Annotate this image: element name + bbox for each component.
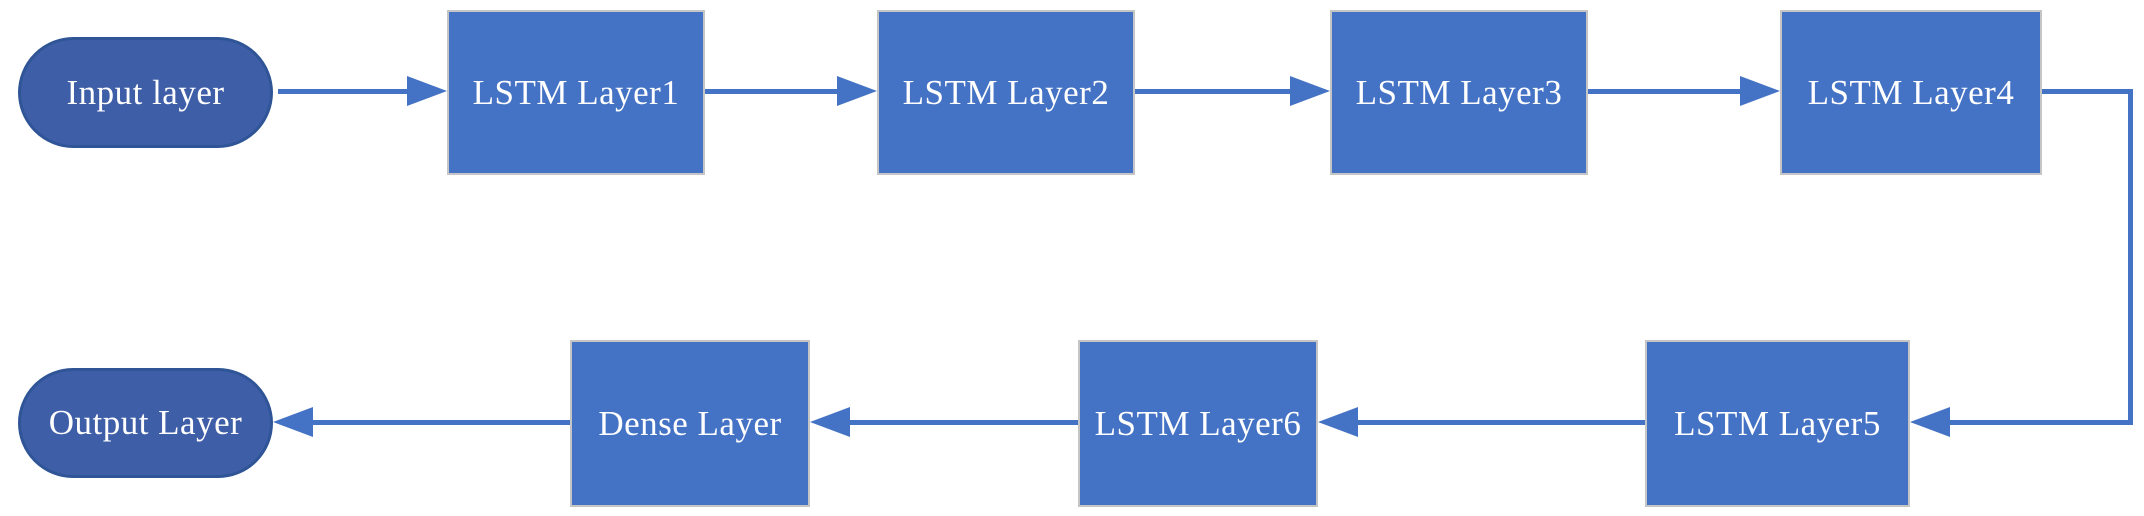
node-label: Dense Layer: [598, 403, 782, 443]
edge-lstm4-to-lstm5-vertical-segment: [2128, 89, 2133, 422]
arrowhead-left-icon: [1318, 407, 1358, 437]
node-lstm-layer4: LSTM Layer4: [1780, 10, 2042, 175]
node-lstm-layer1: LSTM Layer1: [447, 10, 705, 175]
edge-lstm1-to-lstm2: [705, 89, 838, 94]
node-dense-layer: Dense Layer: [570, 340, 810, 507]
edge-dense-to-output: [313, 420, 570, 425]
node-input-layer: Input layer: [18, 37, 273, 148]
arrowhead-left-icon: [273, 407, 313, 437]
arrowhead-right-icon: [407, 76, 447, 106]
edge-lstm4-to-lstm5-top-segment: [2042, 89, 2133, 94]
arrowhead-left-icon: [1910, 407, 1950, 437]
node-label: LSTM Layer1: [472, 72, 680, 112]
arrowhead-right-icon: [837, 76, 877, 106]
node-output-layer: Output Layer: [18, 368, 273, 478]
node-lstm-layer2: LSTM Layer2: [877, 10, 1135, 175]
node-label: LSTM Layer5: [1674, 403, 1881, 443]
node-label: LSTM Layer4: [1807, 72, 2015, 112]
node-label: LSTM Layer2: [902, 72, 1110, 112]
edge-lstm6-to-dense: [850, 420, 1078, 425]
edge-lstm2-to-lstm3: [1135, 89, 1291, 94]
arrowhead-right-icon: [1290, 76, 1330, 106]
edge-lstm4-to-lstm5-bottom-segment: [1950, 420, 2133, 425]
node-lstm-layer3: LSTM Layer3: [1330, 10, 1588, 175]
edge-input-to-lstm1: [278, 89, 408, 94]
node-label: Output Layer: [48, 403, 243, 442]
arrowhead-left-icon: [810, 407, 850, 437]
node-label: Input layer: [66, 72, 225, 112]
edge-lstm5-to-lstm6: [1358, 420, 1645, 425]
node-lstm-layer5: LSTM Layer5: [1645, 340, 1910, 507]
node-label: LSTM Layer3: [1355, 72, 1563, 112]
node-label: LSTM Layer6: [1094, 403, 1302, 443]
arrowhead-right-icon: [1740, 76, 1780, 106]
edge-lstm3-to-lstm4: [1588, 89, 1741, 94]
node-lstm-layer6: LSTM Layer6: [1078, 340, 1318, 507]
